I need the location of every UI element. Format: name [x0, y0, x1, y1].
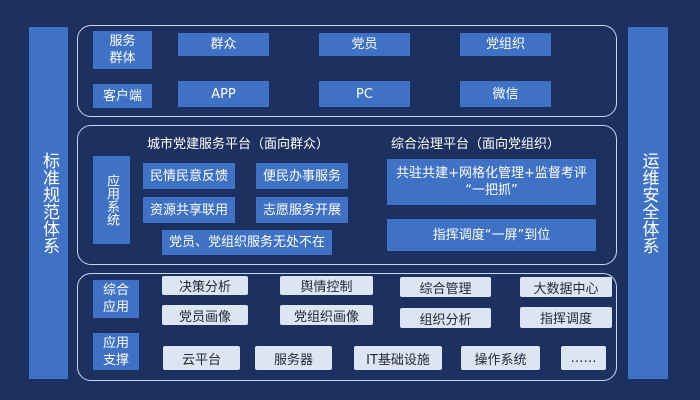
application-wide-box: 党员、党组织服务无处不在: [162, 230, 332, 255]
comprehensive-app-box: 党员画像: [162, 305, 248, 325]
service-group-label: 服务 群体: [93, 31, 152, 69]
application-system-label: 应用系统: [104, 174, 119, 226]
service-group-box: 党组织: [460, 33, 551, 56]
application-system-panel: [77, 125, 617, 265]
application-box: 民情民意反馈: [143, 163, 235, 189]
comprehensive-app-box: 组织分析: [400, 308, 491, 328]
service-group-box: 党员: [319, 33, 410, 56]
application-box: 资源共享联用: [143, 197, 235, 223]
client-box: PC: [319, 81, 410, 107]
comprehensive-application-label: 综合 应用: [93, 280, 139, 318]
client-box: APP: [178, 81, 269, 107]
governance-box: 指挥调度“一屏”到位: [387, 219, 596, 251]
application-system-label-box: 应用系统: [93, 156, 130, 244]
client-label: 客户端: [93, 84, 152, 108]
client-panel: [77, 25, 617, 117]
client-box: 微信: [460, 81, 551, 107]
governance-platform-title: 综合治理平台（面向党组织）: [391, 137, 561, 152]
support-box: IT基础设施: [354, 346, 442, 370]
comprehensive-app-box: 综合管理: [400, 277, 491, 297]
application-box: 便民办事服务: [256, 163, 348, 189]
party-service-platform-title: 城市党建服务平台（面向群众）: [147, 137, 330, 152]
comprehensive-app-box: 大数据中心: [520, 277, 612, 297]
standards-system-label: 标准规范体系: [39, 152, 59, 254]
application-box: 志愿服务开展: [256, 197, 348, 223]
comprehensive-app-box: 决策分析: [162, 276, 248, 295]
support-box: 操作系统: [461, 346, 540, 370]
comprehensive-app-box: 指挥调度: [520, 307, 612, 328]
operations-security-column: 运维安全体系: [628, 27, 668, 379]
standards-system-column: 标准规范体系: [29, 27, 68, 379]
support-box: 云平台: [163, 346, 240, 370]
support-box: 服务器: [255, 346, 332, 370]
comprehensive-app-box: 舆情控制: [280, 276, 373, 295]
application-support-label: 应用 支撑: [93, 333, 139, 370]
governance-box: 共驻共建+网格化管理+监督考评 “一把抓”: [387, 159, 596, 205]
service-group-box: 群众: [178, 33, 269, 56]
support-panel: [77, 273, 617, 381]
operations-security-label: 运维安全体系: [638, 152, 659, 254]
support-box: ……: [561, 346, 606, 370]
comprehensive-app-box: 党组织画像: [280, 305, 373, 325]
